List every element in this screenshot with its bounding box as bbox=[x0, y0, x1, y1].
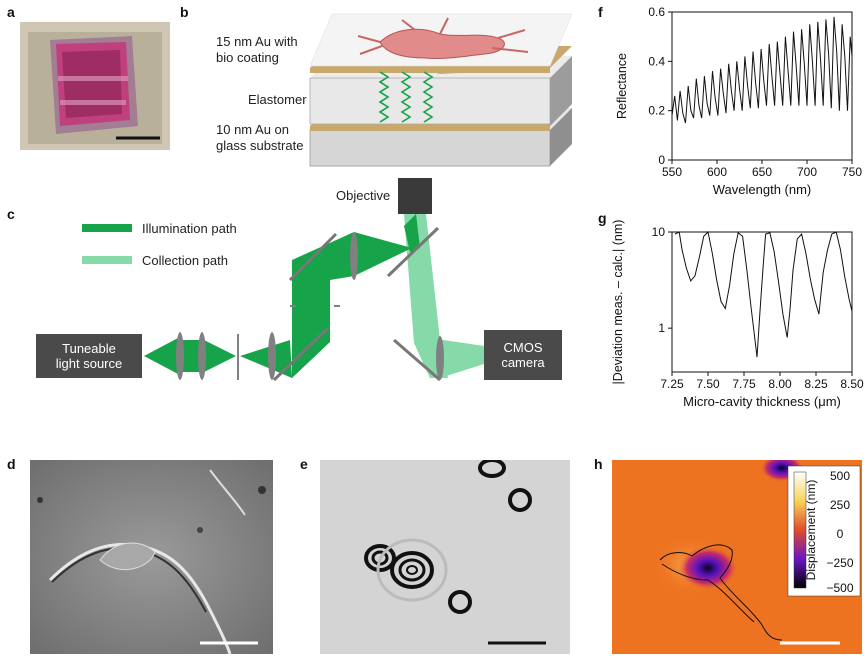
camera-line2: camera bbox=[501, 355, 545, 370]
y-tick-label: 1 bbox=[658, 321, 665, 335]
legend-illumination: Illumination path bbox=[142, 221, 237, 236]
cell-outline bbox=[659, 544, 783, 641]
label-bottom-line1: 10 nm Au on bbox=[216, 122, 289, 137]
y-tick-label: 10 bbox=[652, 225, 666, 239]
colorbar-tick-neg500: −500 bbox=[826, 581, 853, 595]
device-photo bbox=[20, 22, 170, 150]
colorbar: 500 250 0 −250 −500 Displacement (nm) bbox=[787, 465, 861, 597]
y-axis-label: Reflectance bbox=[615, 53, 629, 119]
y-tick-label: 0.4 bbox=[648, 54, 665, 68]
y-tick-label: 0.6 bbox=[648, 5, 665, 19]
camera-line1: CMOS bbox=[504, 340, 543, 355]
colorbar-tick-500: 500 bbox=[830, 469, 850, 483]
x-tick-label: 8.50 bbox=[840, 377, 864, 391]
panel-label-c: c bbox=[7, 206, 15, 222]
legend-collection-swatch bbox=[82, 256, 132, 264]
panel-label-h: h bbox=[594, 456, 603, 472]
x-tick-label: 650 bbox=[752, 165, 772, 179]
x-tick-label: 600 bbox=[707, 165, 727, 179]
label-top-line1: 15 nm Au with bbox=[216, 34, 298, 49]
series-line bbox=[671, 16, 853, 124]
cell-micrograph bbox=[30, 460, 273, 654]
source-line1: Tuneable bbox=[62, 341, 116, 356]
panel-label-d: d bbox=[7, 456, 16, 472]
panel-label-f: f bbox=[598, 4, 603, 20]
interference-image bbox=[320, 460, 570, 654]
panel-label-b: b bbox=[180, 4, 189, 20]
plot-frame bbox=[671, 231, 853, 373]
x-tick-label: 550 bbox=[662, 165, 682, 179]
y-tick-label: 0.2 bbox=[648, 104, 665, 118]
y-tick-label: 0 bbox=[658, 153, 665, 167]
x-tick-label: 8.25 bbox=[804, 377, 828, 391]
colorbar-tick-250: 250 bbox=[830, 498, 850, 512]
cell-illustration bbox=[379, 28, 505, 59]
illumination-beam bbox=[144, 338, 178, 374]
x-tick-label: 8.00 bbox=[768, 377, 792, 391]
x-tick-label: 7.25 bbox=[660, 377, 684, 391]
light-source-box bbox=[36, 334, 142, 378]
x-axis-label: Micro-cavity thickness (μm) bbox=[683, 394, 841, 409]
optical-setup: Objective Illumination path bbox=[36, 178, 562, 382]
camera-box bbox=[484, 330, 562, 380]
collection-beam bbox=[404, 214, 448, 378]
label-top-line2: bio coating bbox=[216, 50, 279, 65]
legend-collection: Collection path bbox=[142, 253, 228, 268]
series-line bbox=[674, 230, 853, 358]
label-bottom-line2: glass substrate bbox=[216, 138, 303, 153]
panel-label-e: e bbox=[300, 456, 308, 472]
x-tick-label: 750 bbox=[842, 165, 862, 179]
x-tick-label: 700 bbox=[797, 165, 817, 179]
displacement-map: 500 250 0 −250 −500 Displacement (nm) bbox=[612, 460, 862, 654]
label-elastomer: Elastomer bbox=[248, 92, 307, 107]
deviation-chart: 7.25 7.50 7.75 8.00 8.25 8.50 1 10Micro-cavity … bbox=[611, 220, 864, 409]
source-line2: light source bbox=[56, 356, 122, 371]
panel-label-a: a bbox=[7, 4, 15, 20]
spring-illustration bbox=[378, 71, 434, 123]
colorbar-tick-0: 0 bbox=[837, 527, 844, 541]
lens-icon bbox=[176, 232, 444, 380]
x-axis-label: Wavelength (nm) bbox=[713, 182, 812, 197]
colorbar-tick-neg250: −250 bbox=[826, 556, 853, 570]
objective-label: Objective bbox=[336, 188, 390, 203]
x-tick-label: 7.50 bbox=[696, 377, 720, 391]
x-tick-label: 7.75 bbox=[732, 377, 756, 391]
colorbar-label: Displacement (nm) bbox=[804, 480, 818, 581]
objective-icon bbox=[398, 178, 432, 214]
panel-label-g: g bbox=[598, 210, 607, 226]
legend-illumination-swatch bbox=[82, 224, 132, 232]
y-axis-label: |Deviation meas. – calc.| (nm) bbox=[611, 220, 625, 385]
